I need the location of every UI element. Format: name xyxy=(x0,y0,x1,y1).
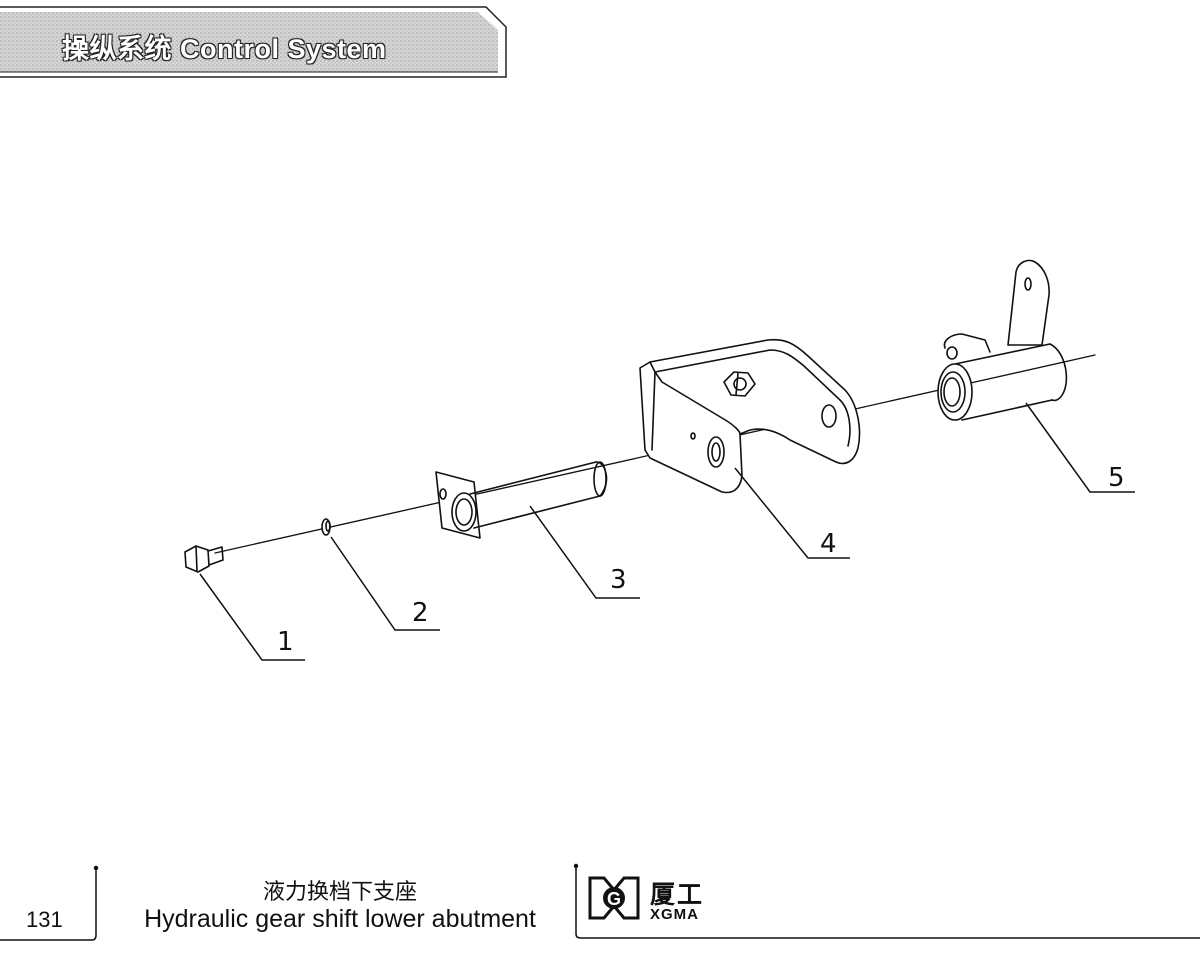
brand-name-chinese: 厦工 xyxy=(650,880,705,909)
callout-number: 3 xyxy=(610,565,627,595)
part-title-chinese: 液力换档下支座 xyxy=(262,880,417,905)
callout-leader-4 xyxy=(734,467,850,559)
callout-leader-2 xyxy=(330,536,440,631)
pin-shaft-part xyxy=(435,461,608,539)
callout-leader-3 xyxy=(529,505,640,599)
footer-frame: G xyxy=(0,863,1200,941)
page-footer: G 131 液力换档下支座 Hydraulic gear shift lower… xyxy=(0,860,1200,957)
callout-number: 1 xyxy=(277,627,294,657)
part-title-english: Hydraulic gear shift lower abutment xyxy=(144,905,536,933)
callout-leader-1 xyxy=(199,573,305,661)
callout-leader-5 xyxy=(1025,402,1135,493)
header-banner xyxy=(0,6,507,78)
callout-number: 4 xyxy=(820,529,837,559)
section-title: 操纵系统 Control System xyxy=(62,34,387,64)
shift-lever-sleeve-part xyxy=(937,259,1068,421)
page-number: 131 xyxy=(26,907,63,932)
washer-part xyxy=(321,518,331,536)
brand-name-english: XGMA xyxy=(650,906,699,923)
xgma-logo-icon: G xyxy=(588,876,640,920)
callout-number: 2 xyxy=(412,598,429,628)
bolt-part xyxy=(184,545,224,573)
bracket-part xyxy=(639,338,861,494)
callout-number: 5 xyxy=(1108,463,1125,493)
svg-text:G: G xyxy=(607,889,621,909)
